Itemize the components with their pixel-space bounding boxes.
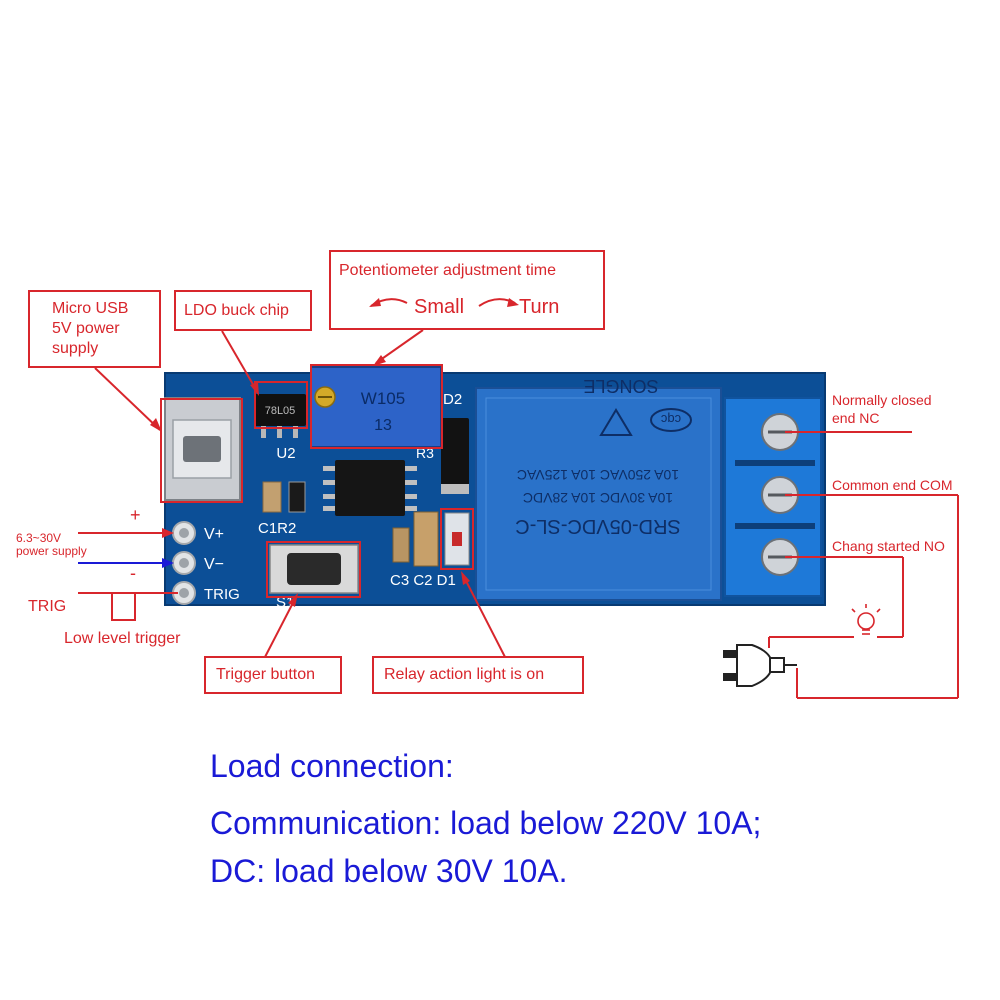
- annotation-lines: [78, 329, 959, 699]
- ldo-chip: 78L05: [254, 394, 306, 438]
- ldo-callout-label: LDO buck chip: [184, 302, 289, 319]
- no-label: Chang started NO: [832, 538, 945, 554]
- micro-usb-callout: Micro USB 5V power supply: [28, 290, 161, 368]
- relay-light-callout-label: Relay action light is on: [384, 666, 545, 683]
- supply-arrows: [78, 528, 174, 568]
- supply-text-label: power supply: [16, 544, 87, 558]
- caption-line-2: Communication: load below 220V 10A;: [210, 805, 762, 841]
- relay-model: SRD-05VDC-SL-C: [515, 515, 681, 537]
- minus-sign: -: [130, 563, 136, 583]
- pot-marking-1: W105: [361, 389, 405, 408]
- pot-marking-2: 13: [374, 417, 392, 434]
- com-label: Common end COM: [832, 477, 953, 493]
- trigger-button-switch[interactable]: [269, 544, 359, 594]
- nc-label-line-1: Normally closed: [832, 392, 932, 408]
- s1-label: S1: [276, 594, 294, 611]
- relay-brand: SONGLE: [583, 376, 658, 396]
- relay-rating-dc: 10A 30VDC 10A 28VDC: [523, 490, 673, 506]
- ldo-marking: 78L05: [265, 405, 296, 417]
- potentiometer-turn-label: Turn: [519, 296, 560, 318]
- bulb-icon: [851, 604, 881, 635]
- c1-capacitor: [262, 481, 282, 513]
- u2-label: U2: [276, 445, 295, 462]
- trigger-button-callout-label: Trigger button: [216, 666, 316, 683]
- micro-usb-line-2: 5V power: [52, 320, 120, 337]
- header-pins: [172, 521, 196, 605]
- caption-line-1: Load connection:: [210, 748, 454, 784]
- potentiometer-callout-title: Potentiometer adjustment time: [339, 262, 556, 279]
- rotation-arrows: [369, 298, 519, 307]
- vminus-label: V−: [204, 556, 224, 573]
- potentiometer-callout: Potentiometer adjustment time Small Turn: [329, 250, 605, 330]
- micro-usb-line-1: Micro USB: [52, 300, 129, 317]
- relay-cqc: cqc: [660, 412, 681, 427]
- timer-chip: [323, 460, 417, 516]
- potentiometer-small-label: Small: [414, 296, 465, 318]
- low-level-trigger-label: Low level trigger: [64, 630, 181, 647]
- relay-rating-ac: 10A 250VAC 10A 125VAC: [517, 467, 679, 483]
- c1r2-label: C1R2: [258, 520, 296, 537]
- potentiometer[interactable]: W105 13: [310, 366, 442, 448]
- micro-usb-line-3: supply: [52, 340, 99, 357]
- r2-resistor: [288, 481, 306, 513]
- vplus-label: V+: [204, 526, 224, 543]
- trig-pin-label: TRIG: [204, 586, 240, 603]
- c2-capacitor: [413, 511, 439, 567]
- micro-usb-connector: [164, 397, 241, 501]
- trigger-button-callout: Trigger button: [204, 656, 342, 694]
- trig-side-label: TRIG: [28, 598, 67, 615]
- d2-label: D2: [443, 391, 462, 408]
- caption-line-3: DC: load below 30V 10A.: [210, 853, 568, 889]
- nc-label-line-2: end NC: [832, 410, 880, 426]
- c3-capacitor: [392, 527, 410, 563]
- relay: SRD-05VDC-SL-C 10A 30VDC 10A 28VDC 10A 2…: [475, 376, 722, 601]
- terminal-block: [724, 397, 822, 597]
- plug-icon: [723, 644, 797, 687]
- relay-light-callout: Relay action light is on: [372, 656, 584, 694]
- ldo-callout: LDO buck chip: [174, 290, 312, 331]
- d2-diode: [441, 418, 469, 494]
- supply-range-label: 6.3~30V: [16, 531, 62, 545]
- plus-sign: +: [130, 505, 141, 525]
- c3c2d1-label: C3 C2 D1: [390, 572, 456, 589]
